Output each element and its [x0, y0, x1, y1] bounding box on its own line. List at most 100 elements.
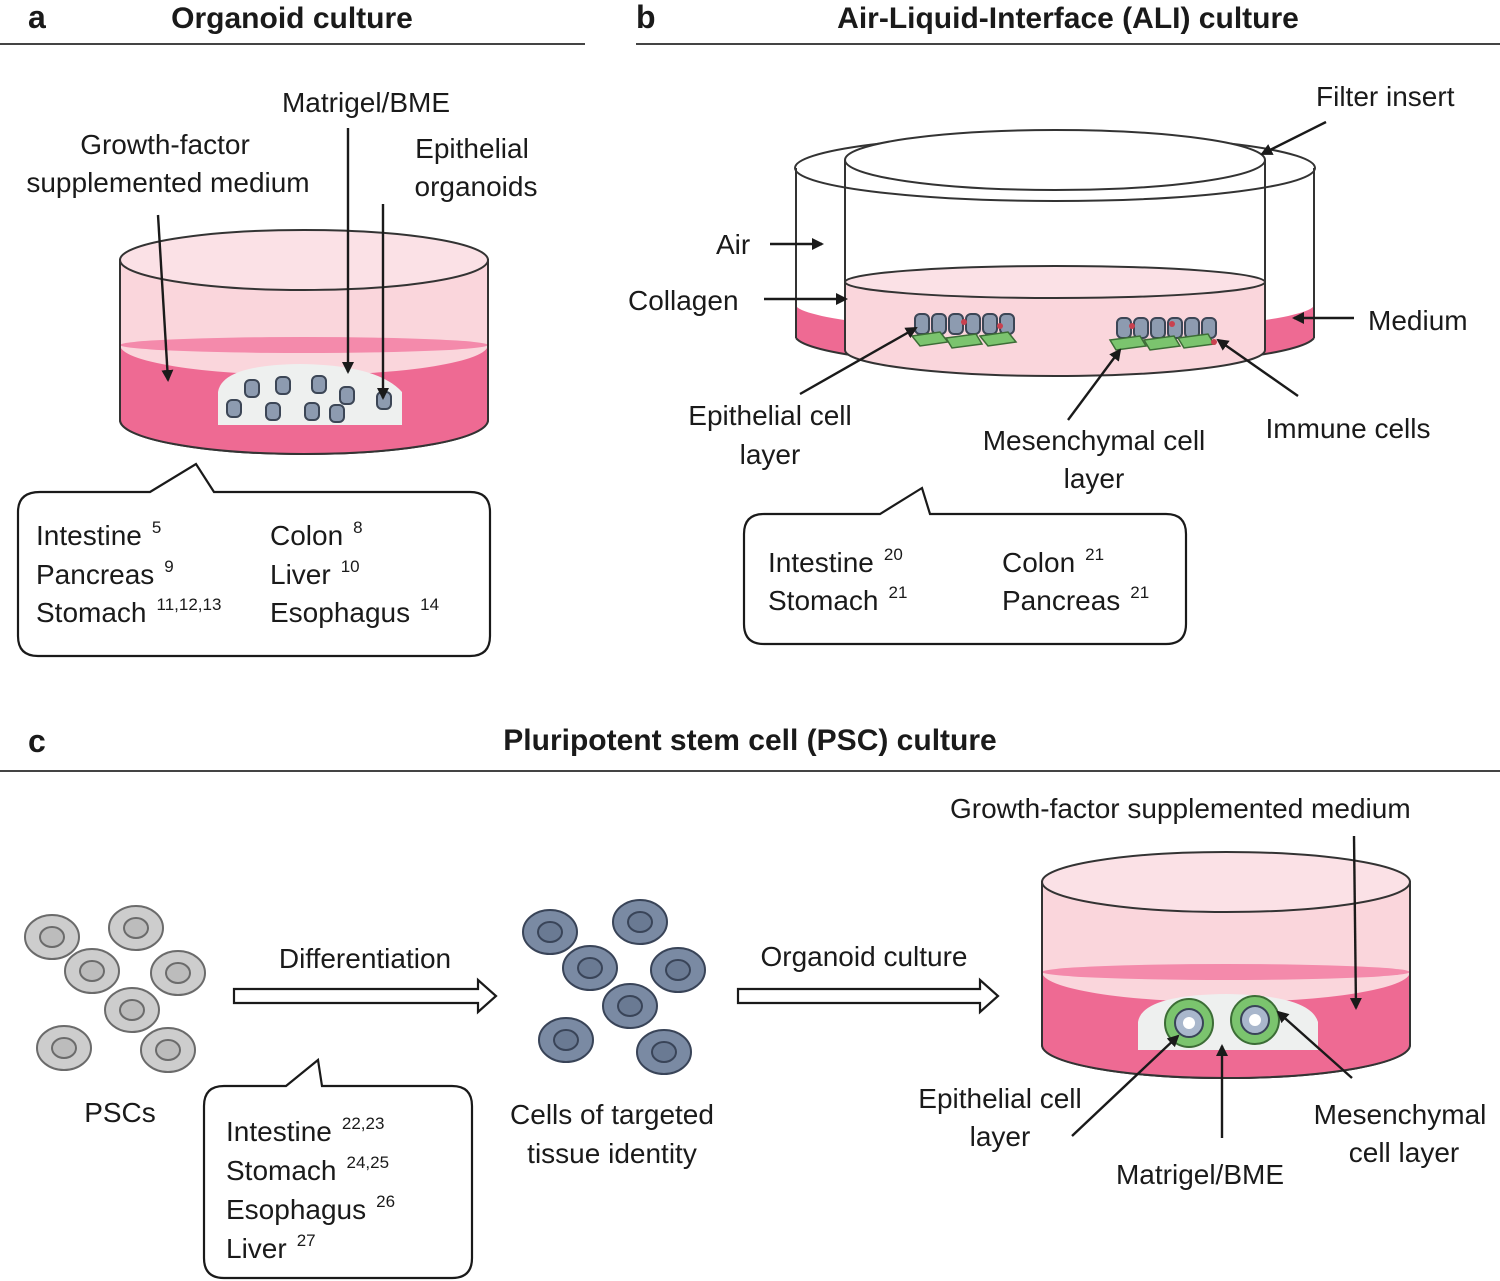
organoid-dish — [119, 229, 489, 455]
mesenchymal-arrow — [1067, 348, 1122, 421]
tissue-ref: 24,25 — [347, 1153, 390, 1172]
psc-cells — [24, 905, 206, 1073]
epithelial-label-c-line1: Epithelial cell — [918, 1083, 1081, 1114]
matrigel-label: Matrigel/BME — [282, 87, 450, 118]
panel-a-letter: a — [28, 0, 46, 35]
panel-b: b Air-Liquid-Interface (ALI) culture — [628, 0, 1500, 646]
tissue-list-b: Intestine 20 Colon 21 Stomach 21 Pancreas 21 — [768, 545, 1149, 616]
tissue-ref: 8 — [353, 518, 362, 537]
organoids-label-line1: Epithelial — [415, 133, 529, 164]
mesenchymal-label-c-line1: Mesenchymal — [1314, 1099, 1487, 1130]
tissue-name: Liver — [226, 1233, 287, 1264]
tissue-ref: 14 — [420, 595, 439, 614]
organoid-culture-label: Organoid culture — [760, 941, 967, 972]
panel-c-title: Pluripotent stem cell (PSC) culture — [503, 724, 996, 757]
panel-b-title: Air-Liquid-Interface (ALI) culture — [837, 2, 1299, 35]
panel-c-letter: c — [28, 723, 46, 759]
tissue-ref: 26 — [376, 1192, 395, 1211]
tissue-name: Stomach — [226, 1155, 337, 1186]
panel-b-letter: b — [636, 0, 656, 35]
targeted-label-line1: Cells of targeted — [510, 1099, 714, 1130]
medium-label-line1: Growth-factor — [80, 129, 250, 160]
matrigel-dome — [218, 364, 402, 425]
tissue-ref: 5 — [152, 518, 161, 537]
mesenchymal-label-line2: layer — [1064, 463, 1125, 494]
targeted-label-line2: tissue identity — [527, 1138, 697, 1169]
tissue-ref: 20 — [884, 545, 903, 564]
epithelial-label-line2: layer — [740, 439, 801, 470]
organoids — [226, 375, 392, 423]
medium-arrow-c — [1349, 835, 1362, 1010]
targeted-cells — [522, 899, 706, 1075]
tissue-name: Esophagus — [226, 1194, 366, 1225]
tissue-name: Intestine — [768, 547, 874, 578]
tissue-name: Colon — [1002, 547, 1075, 578]
immune-cells — [961, 319, 1217, 345]
ali-dish — [794, 129, 1316, 377]
tissue-ref: 21 — [889, 583, 908, 602]
mesenchymal-label-line1: Mesenchymal cell — [983, 425, 1206, 456]
organoid-culture-arrow — [736, 977, 1000, 1015]
tissue-name: Stomach — [768, 585, 879, 616]
tissue-callout-c — [202, 1057, 474, 1280]
organoids-label-line2: organoids — [415, 171, 538, 202]
tissue-ref: 21 — [1130, 583, 1149, 602]
air-label: Air — [716, 229, 750, 260]
filter-insert-label: Filter insert — [1316, 81, 1455, 112]
tissue-callout-a — [16, 462, 492, 658]
tissue-ref: 10 — [341, 557, 360, 576]
differentiation-label: Differentiation — [279, 943, 451, 974]
tissue-name: Liver — [270, 559, 331, 590]
tissue-name: Pancreas — [1002, 585, 1120, 616]
panel-a-title: Organoid culture — [171, 2, 413, 35]
collagen-layer — [845, 282, 1265, 376]
medium-arrow — [156, 214, 174, 382]
tissue-callout-b — [742, 486, 1188, 646]
collagen-label: Collagen — [628, 285, 739, 316]
differentiation-arrow — [232, 977, 498, 1015]
pscs-label: PSCs — [84, 1097, 156, 1128]
medium-label-line2: supplemented medium — [26, 167, 309, 198]
tissue-ref: 11,12,13 — [157, 595, 222, 614]
filter-insert-arrow — [1260, 120, 1327, 156]
panel-c: c Pluripotent stem cell (PSC) culture PS… — [0, 723, 1500, 1280]
organoid-rosettes — [1164, 995, 1280, 1048]
epithelial-label-line1: Epithelial cell — [688, 400, 851, 431]
mesenchymal-arrow-c — [1276, 1010, 1353, 1079]
tissue-name: Intestine — [226, 1116, 332, 1147]
tissue-name: Esophagus — [270, 597, 410, 628]
epithelial-arrow-c — [1071, 1034, 1180, 1137]
medium-label-c: Growth-factor supplemented medium — [950, 793, 1411, 824]
medium-label-b: Medium — [1368, 305, 1468, 336]
panel-a: a Organoid culture — [0, 0, 585, 658]
tissue-name: Intestine — [36, 520, 142, 551]
psc-dish — [1041, 851, 1411, 1079]
mesenchymal-label-c-line2: cell layer — [1349, 1137, 1459, 1168]
epithelial-label-c-line2: layer — [970, 1121, 1031, 1152]
matrigel-label-c: Matrigel/BME — [1116, 1159, 1284, 1190]
tissue-name: Colon — [270, 520, 343, 551]
epithelial-arrow — [799, 326, 918, 396]
tissue-name: Stomach — [36, 597, 147, 628]
tissue-ref: 27 — [297, 1231, 316, 1250]
tissue-ref: 9 — [164, 557, 173, 576]
immune-label: Immune cells — [1266, 413, 1431, 444]
tissue-ref: 22,23 — [342, 1114, 385, 1133]
tissue-ref: 21 — [1085, 545, 1104, 564]
